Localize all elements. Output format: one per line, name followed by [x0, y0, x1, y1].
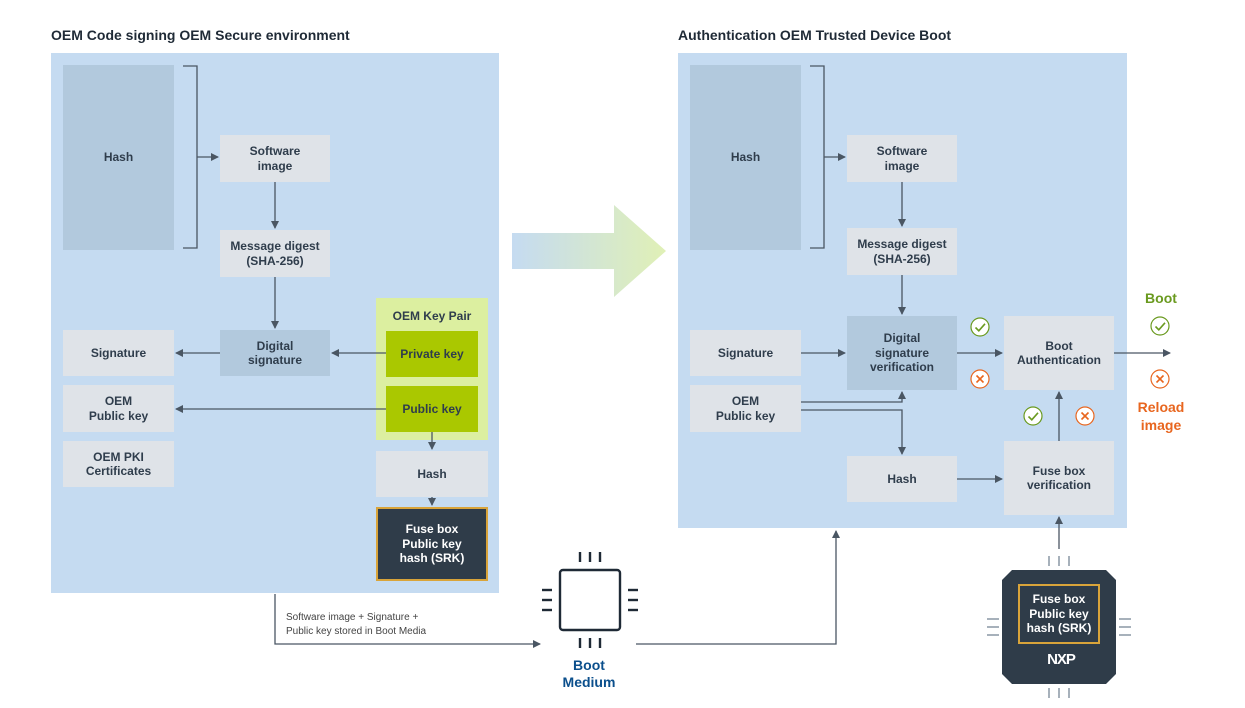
arrow-oem-to-verify [801, 391, 906, 403]
left-oem-public-key: OEM Public key [63, 385, 174, 432]
check-icon [1150, 316, 1170, 336]
public-key-box: Public key [386, 386, 478, 432]
left-hash-block: Hash [63, 65, 174, 250]
boot-label: Boot [1145, 290, 1177, 306]
left-title: OEM Code signing OEM Secure environment [51, 27, 350, 43]
right-message-digest: Message digest (SHA-256) [847, 228, 957, 275]
left-fuse-box: Fuse box Public key hash (SRK) [376, 507, 488, 581]
chip-fuse-box: Fuse box Public key hash (SRK) [1018, 584, 1100, 644]
nxp-chip-body [1002, 570, 1116, 684]
oem-key-pair-title: OEM Key Pair [392, 308, 472, 323]
left-signature: Signature [63, 330, 174, 376]
private-key-box: Private key [386, 331, 478, 377]
boot-authentication: Boot Authentication [1004, 316, 1114, 390]
left-oem-pki-certificates: OEM PKI Certificates [63, 441, 174, 487]
nxp-logo: NXP [1047, 651, 1076, 668]
left-software-image: Software image [220, 135, 330, 182]
left-message-digest: Message digest (SHA-256) [220, 230, 330, 277]
arrow-medium-to-right [636, 530, 840, 645]
right-hash-bracket [810, 65, 825, 249]
arrow-storage-to-medium [274, 594, 541, 648]
right-oem-public-key: OEM Public key [690, 385, 801, 432]
digital-signature-verification: Digital signature verification [847, 316, 957, 390]
cross-icon [1150, 369, 1170, 389]
arrow-oem-to-hash [801, 409, 906, 455]
reload-image-label: Reload image [1137, 399, 1185, 433]
check-icon [1023, 406, 1043, 426]
right-title: Authentication OEM Trusted Device Boot [678, 27, 952, 43]
cross-icon [970, 369, 990, 389]
left-digital-signature: Digital signature [220, 330, 330, 376]
cross-icon [1075, 406, 1095, 426]
big-arrow-shape [512, 205, 666, 297]
chip-icon [542, 552, 638, 648]
boot-medium-label: Boot Medium [562, 657, 616, 690]
right-hash-2: Hash [847, 456, 957, 502]
right-hash-block: Hash [690, 65, 801, 250]
storage-note: Software image + Signature + Public key … [286, 612, 427, 637]
right-software-image: Software image [847, 135, 957, 182]
left-hash-2: Hash [376, 451, 488, 497]
nxp-chip-pins [987, 556, 1131, 698]
right-signature: Signature [690, 330, 801, 376]
check-icon [970, 317, 990, 337]
fuse-box-verification: Fuse box verification [1004, 441, 1114, 515]
left-hash-bracket [183, 65, 198, 249]
